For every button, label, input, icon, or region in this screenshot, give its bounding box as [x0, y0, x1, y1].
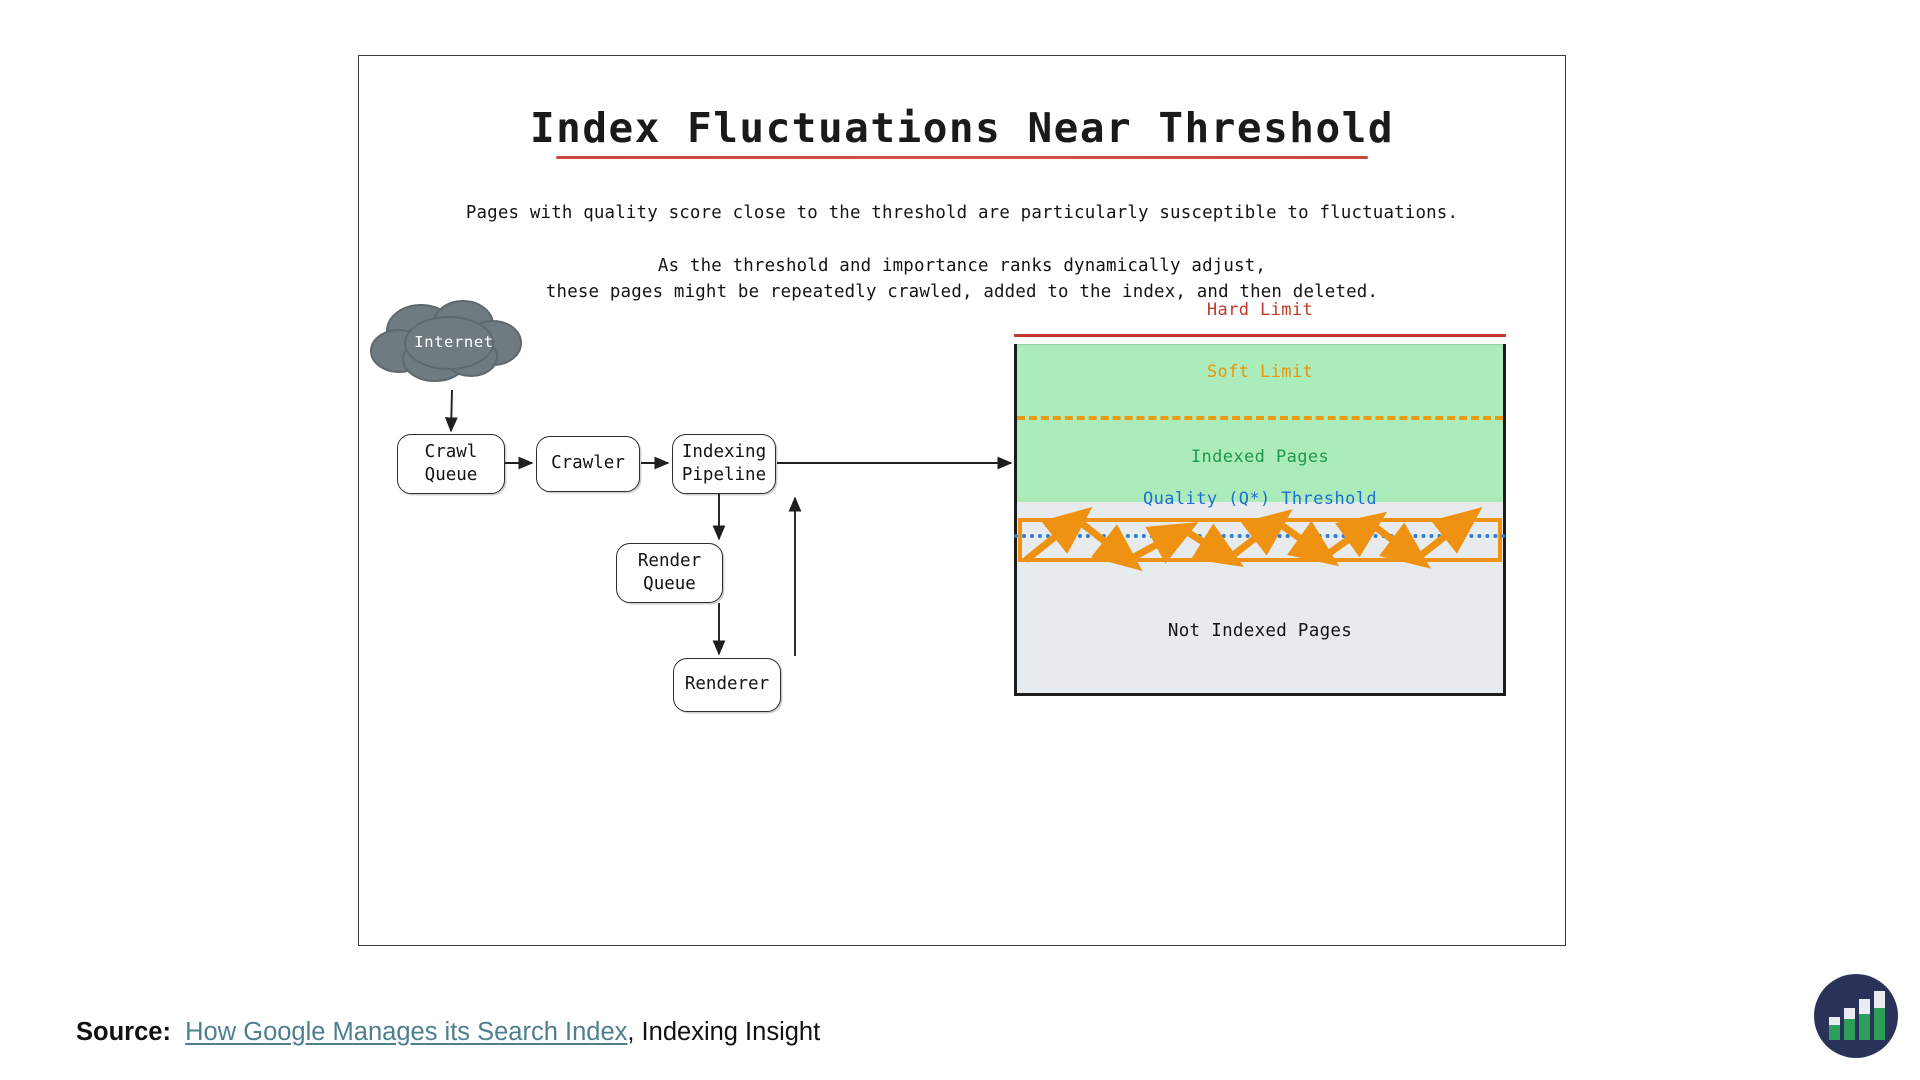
internet-cloud: Internet [359, 299, 549, 391]
hard-limit-label: Hard Limit [1206, 300, 1314, 320]
intro-paragraph-2: As the threshold and importance ranks dy… [657, 256, 1267, 276]
node-indexing-line-2: Pipeline [681, 465, 767, 485]
page-title: Index Fluctuations Near Threshold [529, 104, 1395, 152]
node-renderer-line-1: Renderer [684, 674, 770, 695]
quality-threshold-dotted-line [1014, 534, 1506, 538]
not-indexed-pages-label: Not Indexed Pages [1167, 621, 1353, 641]
node-renderer[interactable]: Renderer [673, 658, 781, 712]
bar-chart-logo-icon [1814, 974, 1898, 1058]
node-indexing-line-1: Indexing [681, 441, 767, 462]
node-render-queue-line-2: Queue [643, 574, 696, 594]
node-crawler-line-1: Crawler [551, 453, 625, 474]
quality-threshold-label: Quality (Q*) Threshold [1143, 489, 1377, 509]
source-footer: Source: How Google Manages its Search In… [76, 1018, 820, 1047]
node-render-queue[interactable]: Render Queue [616, 543, 723, 603]
arrow-internet-to-crawl-queue [444, 389, 458, 433]
soft-limit-line [1017, 416, 1503, 420]
soft-limit-label: Soft Limit [1206, 362, 1314, 382]
node-crawl-queue-line-2: Queue [424, 465, 478, 485]
source-publication: , Indexing Insight [627, 1018, 821, 1046]
node-crawl-queue-line-1: Crawl [424, 441, 478, 462]
slide-frame: Index Fluctuations Near Threshold Pages … [358, 55, 1566, 946]
source-link[interactable]: How Google Manages its Search Index [185, 1018, 628, 1046]
node-render-queue-line-1: Render [637, 550, 702, 571]
indexed-pages-label: Indexed Pages [1190, 447, 1330, 467]
cloud-icon [370, 300, 522, 382]
hard-limit-line [1014, 334, 1506, 338]
title-underline-rule [556, 156, 1368, 159]
fluctuation-band [1018, 518, 1502, 562]
intro-paragraph-1: Pages with quality score close to the th… [465, 203, 1459, 223]
indexed-pages-zone [1017, 344, 1503, 502]
node-indexing-pipeline[interactable]: Indexing Pipeline [672, 434, 776, 494]
index-capacity-panel: Hard Limit Soft Limit Indexed Pages Qual… [1014, 300, 1506, 696]
node-crawler[interactable]: Crawler [536, 436, 640, 492]
indexing-insight-logo [1812, 972, 1900, 1060]
intro-paragraph-3: these pages might be repeatedly crawled,… [545, 282, 1379, 302]
node-crawl-queue[interactable]: Crawl Queue [397, 434, 505, 494]
source-label: Source: [76, 1018, 171, 1046]
